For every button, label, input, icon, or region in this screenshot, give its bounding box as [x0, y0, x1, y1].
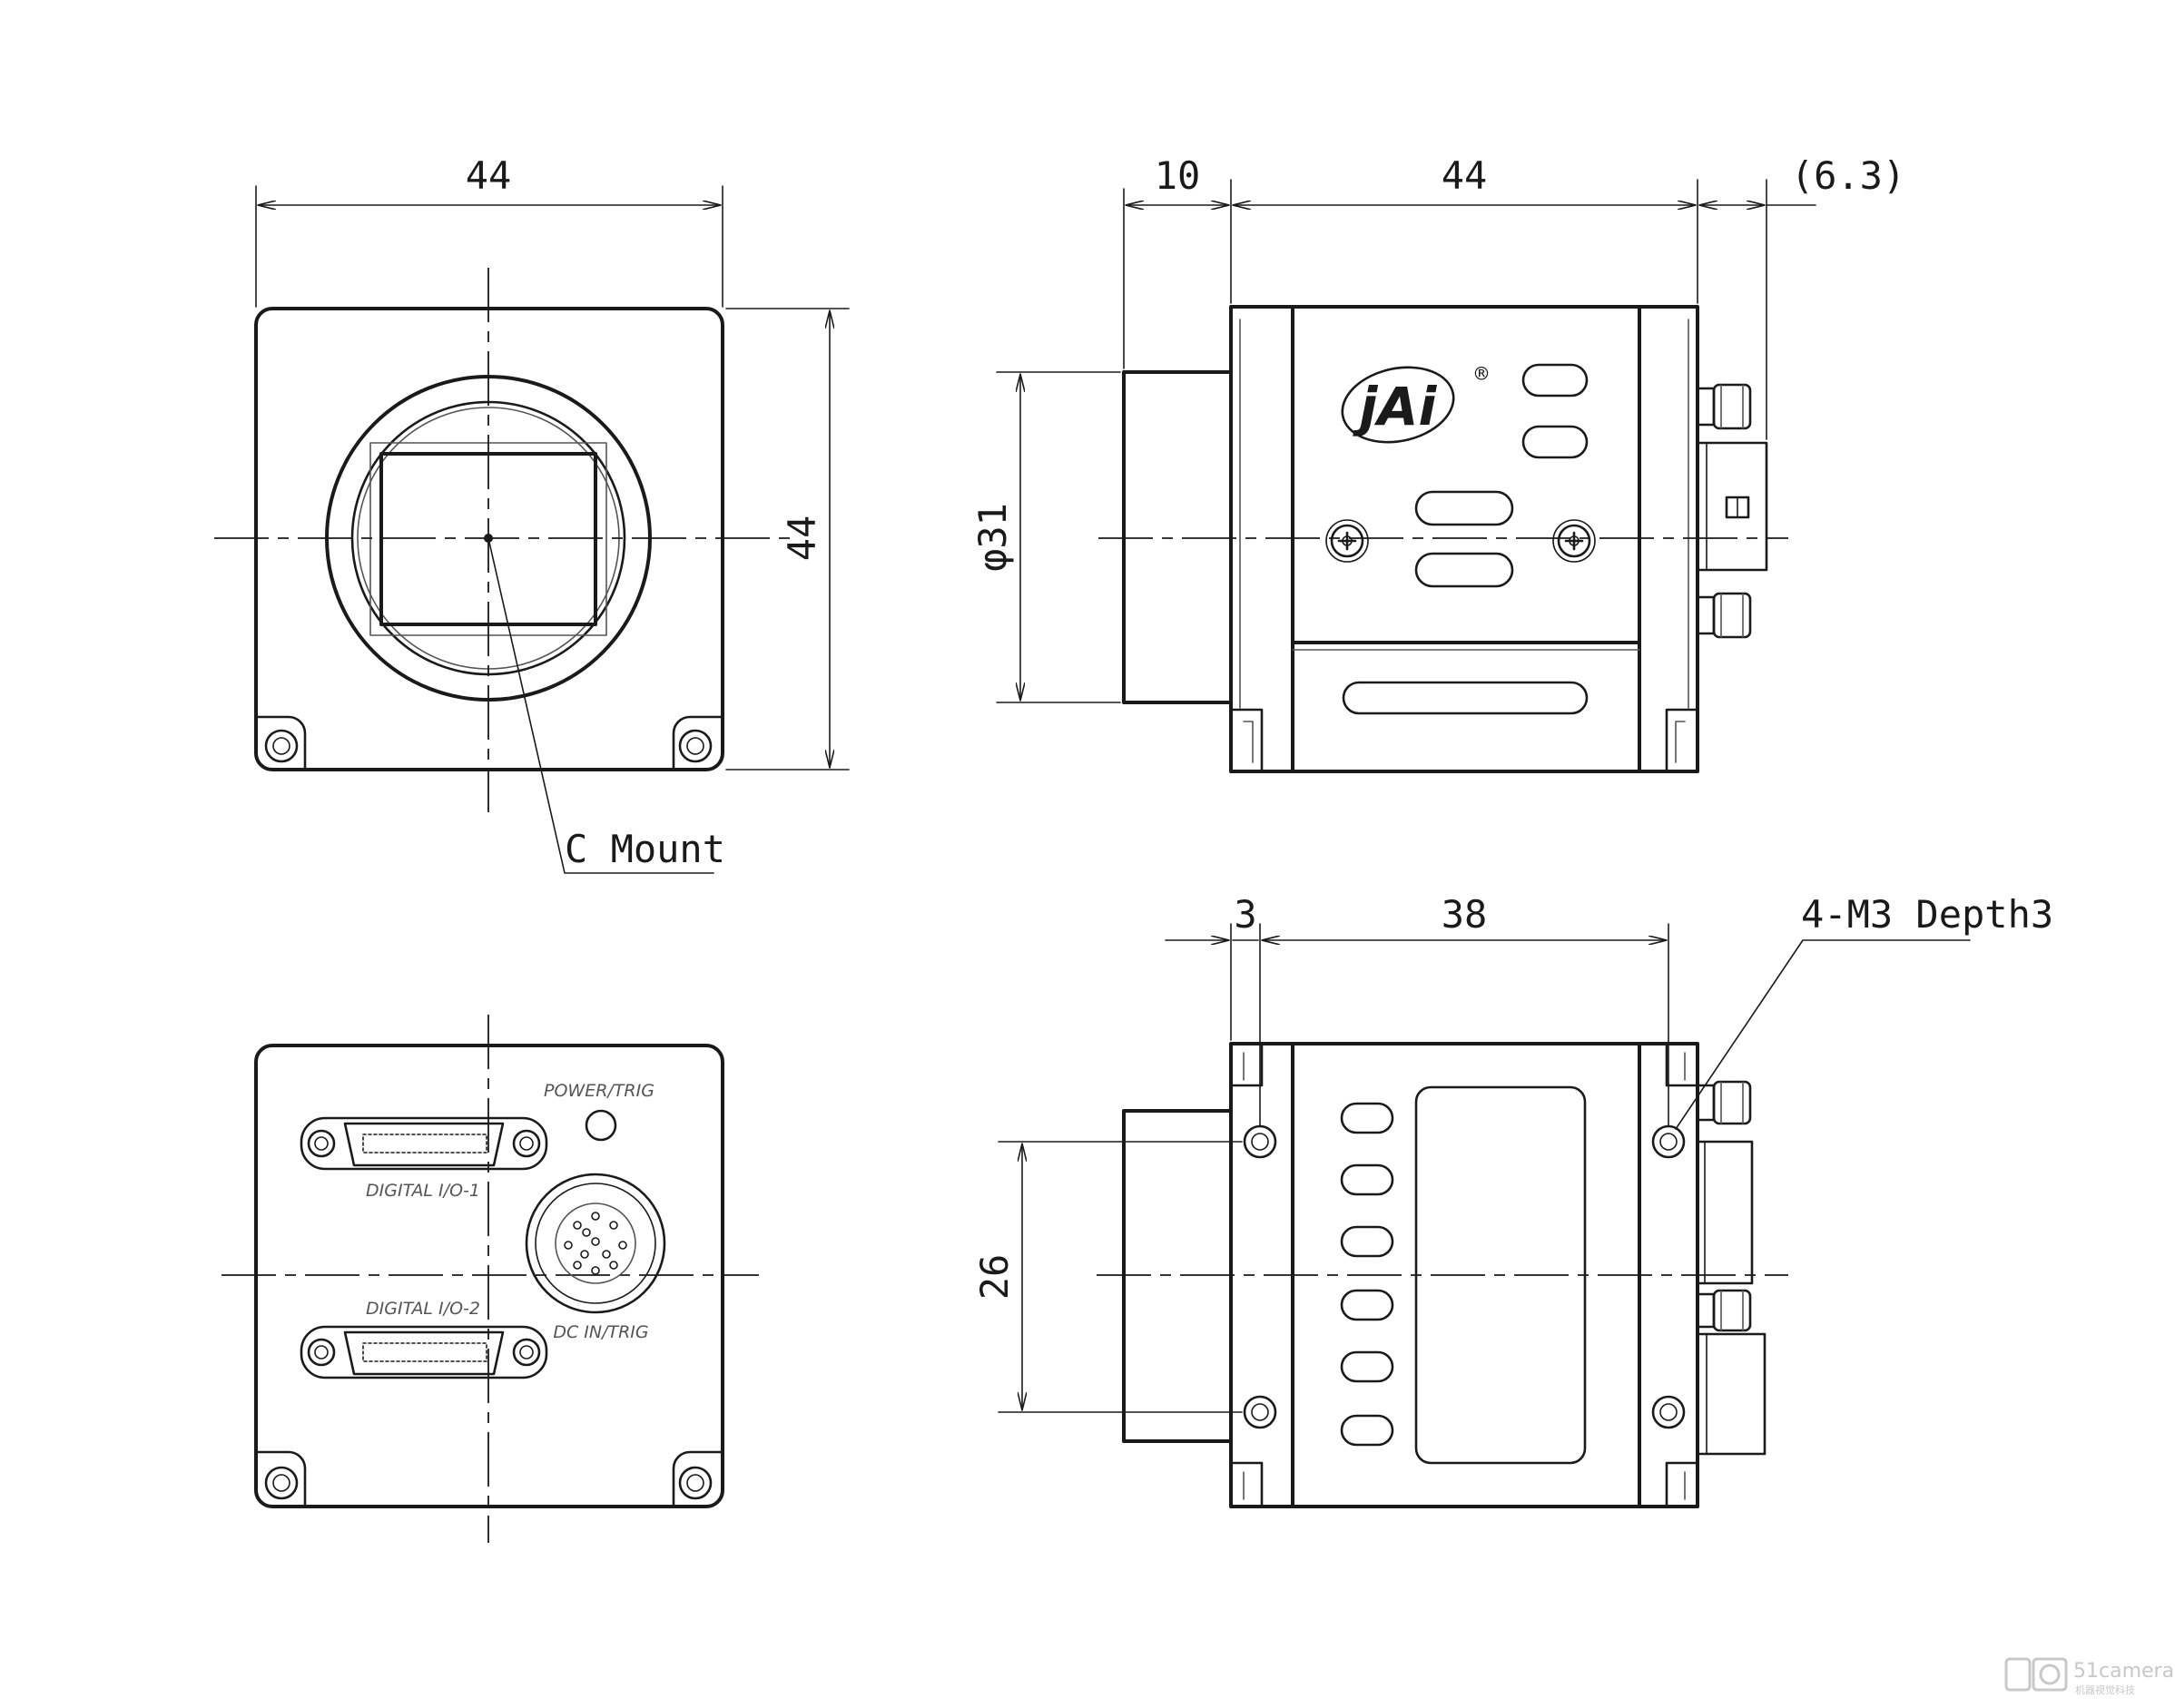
watermark-text: 51camera: [2073, 1660, 2174, 1683]
front-corner-lower-right: [672, 715, 724, 771]
side-view: jAi ®: [970, 153, 1905, 773]
side-screw-right-icon: [1551, 518, 1597, 564]
bottom-lens-protrusion: [1122, 1109, 1233, 1443]
side-feet: [1229, 708, 1699, 773]
power-trig-label: POWER/TRIG: [544, 1081, 654, 1101]
mount-protrusion-label: 10: [1155, 153, 1201, 198]
bottom-slot-1: [1340, 1102, 1394, 1134]
m3-hole-1: [1243, 1124, 1277, 1159]
bottom-slot-2: [1340, 1163, 1394, 1196]
bottom-slot-5: [1340, 1350, 1394, 1383]
front-offset-label: 3: [1234, 892, 1256, 937]
hole-spacing-y-label: 26: [972, 1254, 1017, 1301]
m3-hole-2: [1651, 1124, 1686, 1159]
rear-connectors-side: [1696, 383, 1768, 639]
m3-holes-leader: [1675, 939, 1971, 1130]
front-height-label: 44: [780, 515, 824, 562]
side-length-label: 44: [1442, 153, 1488, 198]
jai-logo: jAi ®: [1341, 361, 1489, 444]
hole-spacing-x-label: 38: [1442, 892, 1488, 937]
front-screw-hole-right: [678, 729, 713, 763]
rear-connectors-bottom: [1696, 1080, 1767, 1456]
sensor-window: [369, 442, 607, 636]
digital-io-2-label: DIGITAL I/O-2: [366, 1299, 480, 1319]
m3-hole-3: [1243, 1395, 1277, 1429]
digital-io-2-connector: [300, 1325, 548, 1379]
rear-screw-hole-left: [264, 1466, 299, 1500]
bottom-view: 3 38 26 4-M3 Depth3: [972, 892, 2053, 1508]
side-vent-4: [1414, 552, 1514, 588]
bottom-slot-4: [1340, 1289, 1394, 1321]
side-vent-2: [1521, 425, 1589, 459]
power-trig-led: [585, 1109, 617, 1142]
front-body-outline: [254, 307, 724, 771]
lens-mount-protrusion: [1122, 370, 1233, 704]
dc-in-trig-connector: [525, 1173, 666, 1314]
mount-diameter-label: φ31: [970, 503, 1015, 572]
digital-io-1-connector: [300, 1116, 548, 1171]
front-corner-lower-left: [254, 715, 307, 771]
rear-body-outline: [254, 1044, 724, 1508]
m3-hole-4: [1651, 1395, 1686, 1429]
bottom-slot-6: [1340, 1414, 1394, 1447]
c-mount-callout: C Mount: [565, 827, 725, 871]
rear-screw-hole-right: [678, 1466, 713, 1500]
watermark-logo: 51camera 机器视觉科技: [2004, 1657, 2174, 1696]
bottom-slot-3: [1340, 1225, 1394, 1258]
c-mount-leader: [487, 537, 714, 874]
rear-view: DIGITAL I/O-1 DIGITAL I/O-2 POWER/TRIG: [221, 1015, 759, 1543]
side-vent-3: [1414, 490, 1514, 526]
dc-in-trig-label: DC IN/TRIG: [553, 1322, 648, 1342]
logo-text: jAi: [1353, 376, 1438, 437]
m3-holes-callout: 4-M3 Depth3: [1801, 892, 2053, 937]
registered-mark: ®: [1475, 361, 1489, 387]
watermark-subtext: 机器视觉科技: [2075, 1683, 2135, 1696]
side-body-outline: [1229, 305, 1699, 773]
rear-connector-label: (6.3): [1791, 153, 1905, 198]
digital-io-1-label: DIGITAL I/O-1: [366, 1181, 480, 1201]
side-vent-1: [1521, 363, 1589, 398]
front-view: 44 44 C Mount: [214, 153, 850, 874]
front-screw-hole-left: [264, 729, 299, 763]
front-width-label: 44: [466, 153, 512, 198]
side-vent-long: [1342, 681, 1589, 715]
side-screw-left-icon: [1324, 518, 1370, 564]
